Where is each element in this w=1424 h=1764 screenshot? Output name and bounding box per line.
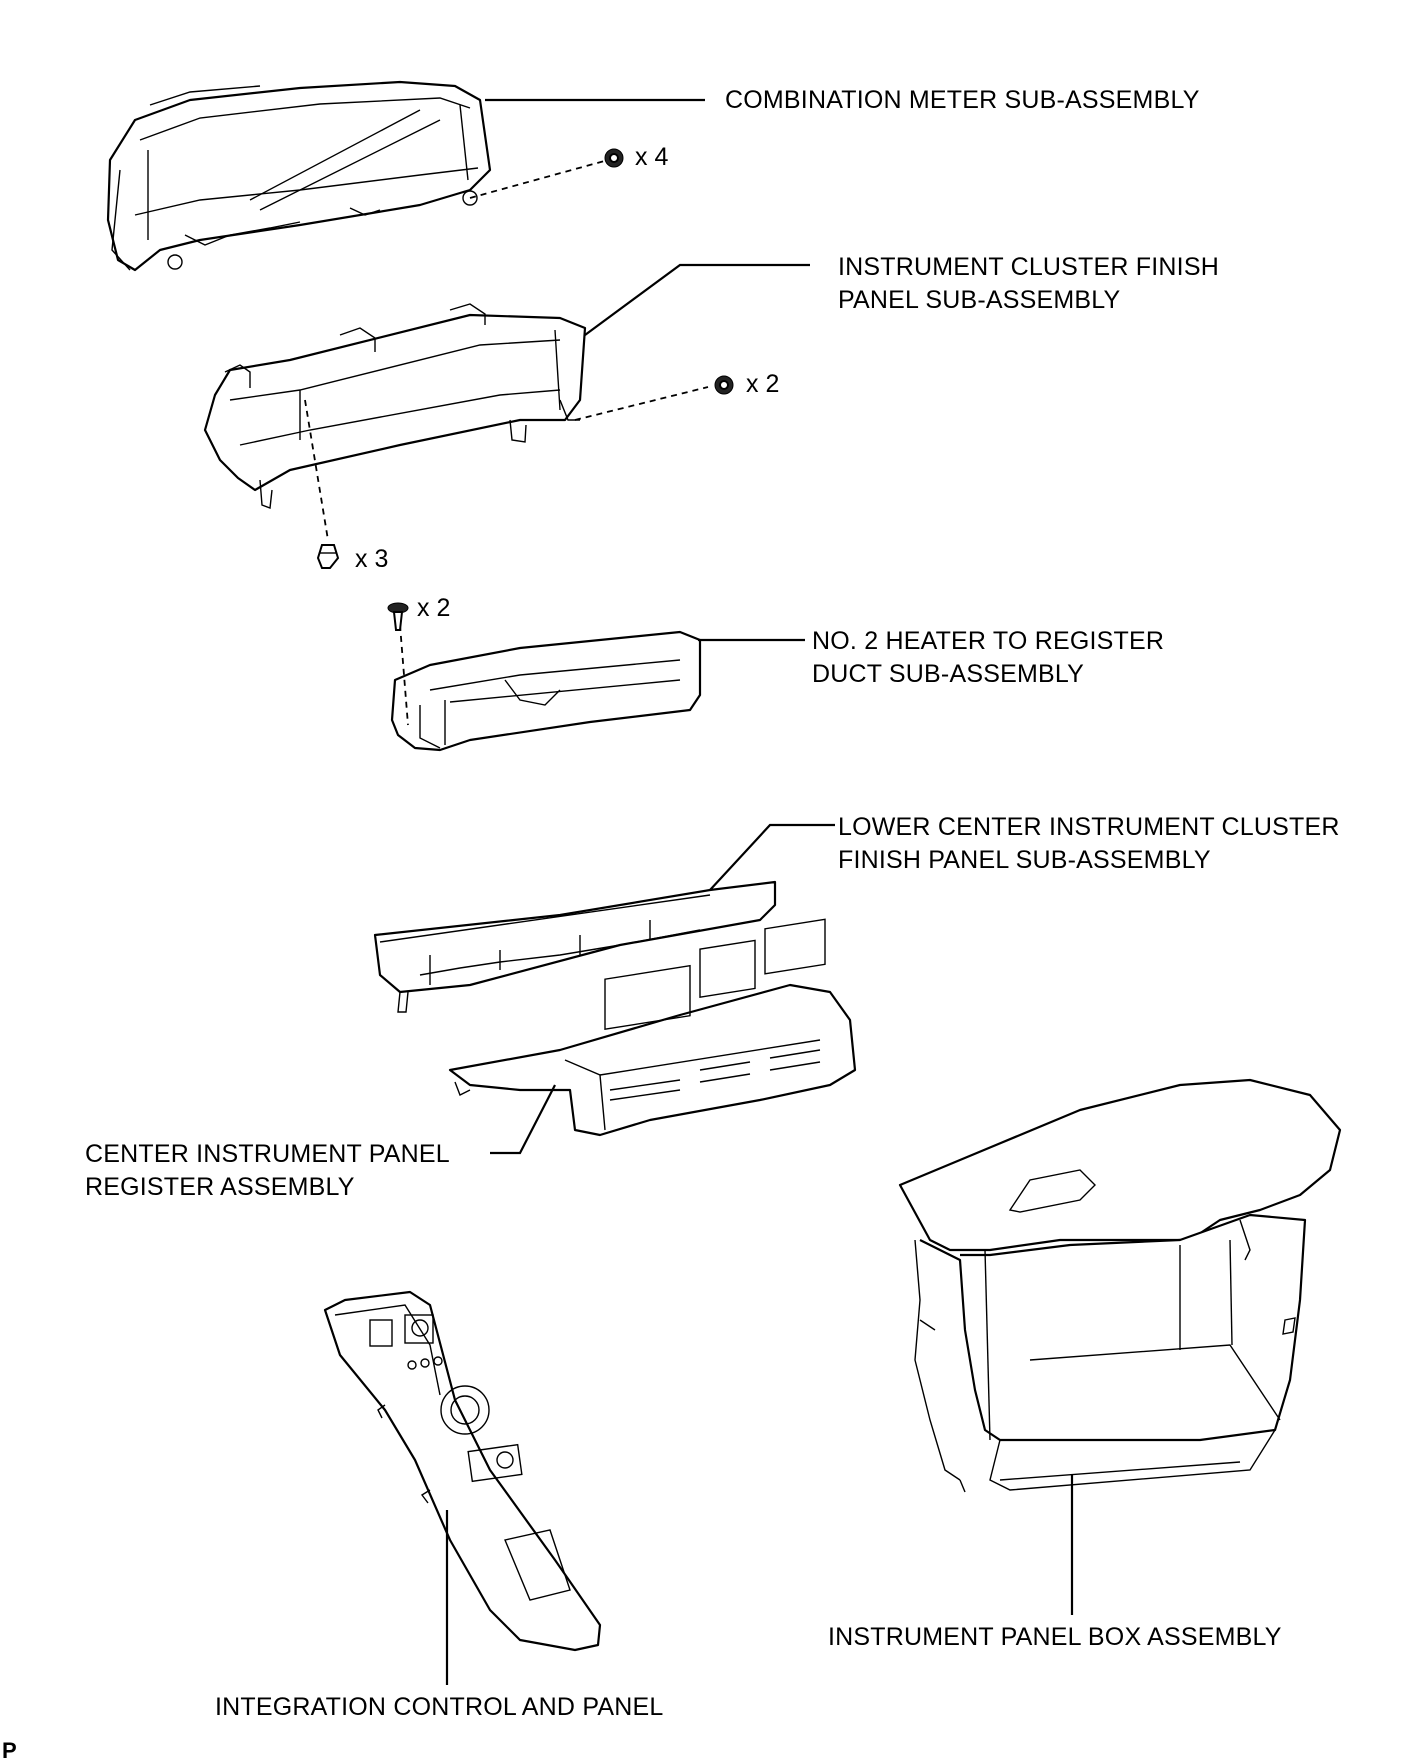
heater-duct-part <box>390 630 702 752</box>
label-lower-center-line2: FINISH PANEL SUB-ASSEMBLY <box>838 846 1211 874</box>
integration-control-part <box>323 1290 602 1652</box>
label-cluster-finish-line2: PANEL SUB-ASSEMBLY <box>838 286 1121 314</box>
finish-panel-screw-icon <box>714 375 734 395</box>
finish-panel-clip-icon <box>316 544 340 569</box>
label-lower-center-line1: LOWER CENTER INSTRUMENT CLUSTER <box>838 813 1340 841</box>
lower-center-panel-leader <box>709 823 835 891</box>
duct-clip-icon <box>387 602 409 631</box>
finish-panel-screw-path <box>574 386 709 421</box>
label-center-register-line1: CENTER INSTRUMENT PANEL <box>85 1140 450 1168</box>
qty-duct-clips: x 2 <box>417 594 451 622</box>
meter-screw-path <box>469 159 609 199</box>
lower-center-panel-part <box>373 880 777 1013</box>
label-panel-box: INSTRUMENT PANEL BOX ASSEMBLY <box>828 1623 1282 1651</box>
meter-screw-icon <box>604 148 624 168</box>
center-register-leader <box>490 1084 556 1155</box>
qty-finish-panel-clips: x 3 <box>355 545 389 573</box>
combination-meter-part <box>106 80 492 272</box>
center-register-part <box>448 918 857 1137</box>
duct-clip-path <box>399 624 409 726</box>
panel-box-part <box>898 1078 1342 1493</box>
label-integration-control: INTEGRATION CONTROL AND PANEL <box>215 1693 664 1721</box>
finish-panel-clip-path <box>304 399 329 541</box>
label-combination-meter: COMBINATION METER SUB-ASSEMBLY <box>725 86 1200 114</box>
cluster-finish-panel-part <box>203 303 587 509</box>
qty-finish-panel-screws: x 2 <box>746 370 780 398</box>
qty-meter-screws: x 4 <box>635 143 669 171</box>
label-cluster-finish-line1: INSTRUMENT CLUSTER FINISH <box>838 253 1219 281</box>
label-heater-duct-line1: NO. 2 HEATER TO REGISTER <box>812 627 1165 655</box>
label-center-register-line2: REGISTER ASSEMBLY <box>85 1173 355 1201</box>
label-heater-duct-line2: DUCT SUB-ASSEMBLY <box>812 660 1084 688</box>
cluster-finish-panel-leader <box>584 263 810 336</box>
figure-code: P <box>2 1738 17 1763</box>
